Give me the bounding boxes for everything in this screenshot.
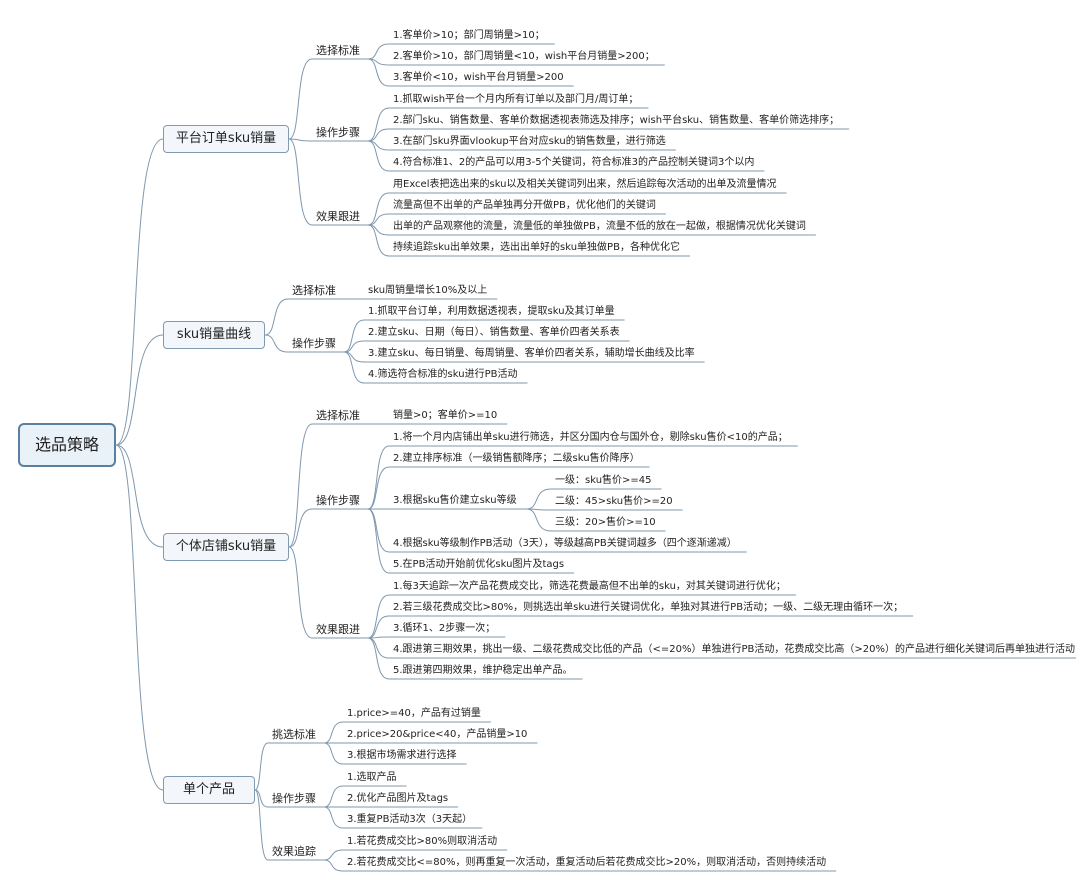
group-leaf-connector [343,319,365,353]
group-effect-tracking: 效果追踪 [272,845,316,858]
leaf-item: 1.将一个月内店铺出单sku进行筛选，并区分国内仓与国外仓，剔除sku售价<10… [393,432,788,443]
group-leaf-connector [367,637,390,680]
group-pick-criteria: 挑选标准 [272,728,316,741]
group-leaf-connector [367,508,390,574]
group-leaf-connector [367,615,390,639]
leaf-item: 2.客单价>10，部门周销量<10，wish平台月销量>200； [393,51,655,62]
group-operation-steps: 操作步骤 [292,337,336,350]
leaf-item: 4.符合标准1、2的产品可以用3-5个关键词，符合标准3的产品控制关键词3个以内 [393,157,755,168]
leaf-item: 2.优化产品图片及tags [347,793,449,804]
branch-group-connector [264,298,289,336]
group-select-criteria: 选择标准 [316,409,360,422]
leaf-item: 1.抓取wish平台一个月内所有订单以及部门月/周订单； [393,94,639,105]
group-leaf-connector [343,340,365,353]
branch-group-connector [288,138,313,142]
leaf-item: 1.若花费成交比>80%则取消活动 [347,836,498,847]
group-leaf-connector [367,594,390,639]
leaf-item: 4.筛选符合标准的sku进行PB活动 [368,369,518,380]
root-branch-connector [115,138,164,446]
leaf-item: 销量>0；客单价>=10 [393,410,498,421]
leaf-item: 1.选取产品 [347,772,397,783]
leaf-item: 5.跟进第四期效果，维护稳定出单产品。 [393,665,573,676]
leaf-item: 出单的产品观察他的流量，流量低的单独做PB，流量不低的放在一起做，根据情况优化关… [393,221,806,232]
group-select-criteria: 选择标准 [292,284,336,297]
group-effect-followup: 效果跟进 [316,623,360,636]
sku-level-item: 二级：45>sku售价>=20 [555,496,673,507]
group-operation-steps: 操作步骤 [316,494,360,507]
leaf-item: 2.若花费成交比<=80%，则再重复一次活动，重复活动后若花费成交比>20%，则… [347,857,827,868]
group-operation-steps: 操作步骤 [272,792,316,805]
group-leaf-connector [367,107,390,142]
group-effect-followup: 效果跟进 [316,210,360,223]
leaf-item: 3.客单价<10，wish平台月销量>200 [393,72,564,83]
branch-group-connector [288,423,313,548]
branch-sku-sales-curve: sku销量曲线 [163,321,265,349]
leaf-item: 2.price>20&price<40，产品销量>10 [347,729,528,740]
branch-group-connector [288,546,313,639]
leaf-item: 3.循环1、2步骤一次； [393,623,496,634]
leaf-item: 1.每3天追踪一次产品花费成交比，筛选花费最高但不出单的sku，对其关键词进行优… [393,581,786,592]
group-leaf-connector [323,742,344,765]
leaf-item: 2.若三级花费成交比>80%，则挑选出单sku进行关键词优化，单独对其进行PB活… [393,602,904,613]
root-branch-connector [115,444,164,791]
group-leaf-connector [367,466,390,510]
root-branch-connector [115,444,164,548]
leaf-item: 用Excel表把选出来的sku以及相关关键词列出来，然后追踪每次活动的出单及流量… [393,179,777,190]
branch-platform-order-sku: 平台订单sku销量 [163,125,289,153]
leaf-item: 3.重复PB活动3次（3天起） [347,814,473,825]
leaf-item: 4.跟进第三期效果，挑出一级、二级花费成交比低的产品（<=20%）单独进行PB活… [393,644,1076,655]
leaf-item: 1.客单价>10；部门周销量>10； [393,30,545,41]
leaf-item: 4.根据sku等级制作PB活动（3天），等级越高PB关键词越多（四个逐渐递减） [393,538,737,549]
branch-group-connector [288,58,313,140]
leaf-item: 3.根据sku售价建立sku等级 [393,495,517,506]
branch-group-connector [264,334,289,353]
leaf-item: sku周销量增长10%及以上 [368,285,488,296]
leaf-item: 5.在PB活动开始前优化sku图片及tags [393,559,565,570]
group-leaf-connector [367,140,390,172]
leaf-item: 3.建立sku、每日销量、每周销量、客单价四者关系，辅助增长曲线及比率 [368,348,695,359]
group-leaf-connector [367,637,390,659]
branch-single-product: 单个产品 [163,776,255,804]
sku-level-item: 一级：sku售价>=45 [555,475,652,486]
group-leaf-connector [323,785,344,808]
group-leaf-connector [323,849,344,861]
leaf-item: 3.根据市场需求进行选择 [347,750,457,761]
group-leaf-connector [367,192,390,226]
leaf-item: 2.建立排序标准（一级销售额降序；二级sku售价降序） [393,453,640,464]
group-leaf-connector [367,508,390,553]
branch-group-connector [288,138,313,226]
group-leaf-connector [323,859,344,872]
leaf-item: 1.price>=40，产品有过销量 [347,708,481,719]
leaf-item: 流量高但不出单的产品单独再分开做PB，优化他们的关键词 [393,200,656,211]
group-leaf-connector [323,806,344,829]
sub-leaf-connector [526,488,552,510]
branch-store-sku-sales: 个体店铺sku销量 [163,533,289,561]
branch-group-connector [288,508,313,548]
leaf-item: 1.抓取平台订单，利用数据透视表，提取sku及其订单量 [368,306,615,317]
leaf-item: 3.在部门sku界面vlookup平台对应sku的销售数量，进行筛选 [393,136,666,147]
group-leaf-connector [367,128,390,142]
group-select-criteria: 选择标准 [316,44,360,57]
root-node: 选品策略 [18,423,116,467]
leaf-item: 2.建立sku、日期（每日）、销售数量、客单价四者关系表 [368,327,620,338]
group-leaf-connector [367,445,390,510]
leaf-item: 持续追踪sku出单效果，选出出单好的sku单独做PB，各种优化它 [393,242,680,253]
sub-leaf-connector [526,508,552,532]
group-leaf-connector [343,351,365,384]
branch-group-connector [254,742,269,791]
group-leaf-connector [367,224,390,257]
group-operation-steps: 操作步骤 [316,126,360,139]
group-leaf-connector [367,58,390,87]
leaf-item: 2.部门sku、销售数量、客单价数据透视表筛选及排序；wish平台sku、销售数… [393,115,840,126]
group-leaf-connector [323,721,344,744]
root-branch-connector [115,334,164,446]
sku-level-item: 三级：20>售价>=10 [555,517,656,528]
branch-group-connector [254,789,269,861]
group-leaf-connector [367,43,390,60]
